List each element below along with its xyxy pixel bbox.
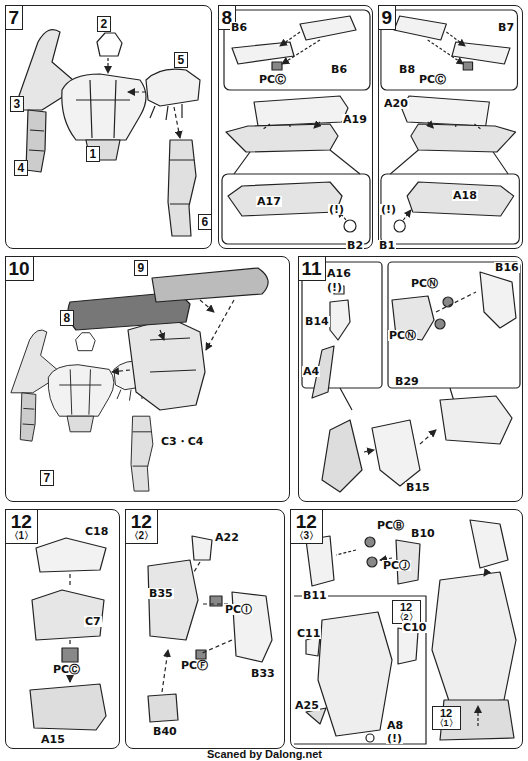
- part-label: B35: [148, 588, 174, 599]
- part-label: PCⒸ: [258, 74, 287, 85]
- caution-mark: (!): [328, 204, 345, 215]
- callout-box: 6: [198, 214, 213, 230]
- step-number: 〈3〉: [294, 531, 320, 541]
- part-label: B8: [398, 64, 416, 75]
- step-number: 12: [435, 708, 458, 719]
- callout-box: 3: [10, 96, 25, 112]
- step-number: 〈1〉: [9, 531, 35, 541]
- step-number-box: 12〈3〉: [290, 509, 324, 544]
- step-number-box: 9: [378, 5, 397, 30]
- part-label: B29: [394, 376, 420, 387]
- callout-box: 2: [97, 16, 112, 32]
- callout-number: 4: [18, 162, 25, 174]
- caution-mark: (!): [326, 282, 343, 293]
- part-label: C11: [296, 628, 321, 639]
- callout-number: 6: [202, 216, 209, 228]
- step-reference-box: 12〈1〉: [432, 706, 461, 730]
- step-number: 〈2〉: [395, 613, 418, 622]
- part-label: B15: [405, 482, 431, 493]
- step-panel: 12〈1〉: [5, 509, 120, 749]
- part-label: A20: [383, 98, 409, 109]
- part-label: B6: [330, 64, 348, 75]
- step-panel: 7 2 3 4 1 5 6: [5, 5, 212, 249]
- part-label: A18: [452, 190, 478, 201]
- step-number: 12: [9, 512, 35, 531]
- part-label: A8: [386, 720, 404, 731]
- part-label: C18: [84, 526, 109, 537]
- step-number: 9: [382, 8, 393, 27]
- callout-number: 9: [138, 262, 145, 274]
- part-label: B16: [494, 262, 520, 273]
- step-panel: 8: [218, 5, 373, 249]
- callout-box: 5: [174, 52, 189, 68]
- part-label: PCⒷ: [376, 520, 405, 531]
- part-label: C3・C4: [160, 436, 204, 447]
- part-label: A4: [302, 366, 320, 377]
- step-number: 10: [9, 259, 30, 278]
- part-label: B14: [304, 316, 330, 327]
- part-label: PCⓃ: [388, 330, 417, 341]
- caution-mark: (!): [380, 204, 397, 215]
- part-label: B1: [378, 240, 396, 251]
- part-label: A22: [214, 532, 240, 543]
- step-number: 〈1〉: [435, 719, 458, 728]
- callout-number: 7: [44, 472, 51, 484]
- step-number-box: 12〈1〉: [5, 509, 39, 544]
- step-number: 12: [294, 512, 320, 531]
- part-label: B7: [497, 22, 515, 33]
- step-number-box: 7: [5, 5, 24, 30]
- part-label: PCⒿ: [382, 560, 411, 571]
- part-label: A17: [256, 196, 282, 207]
- callout-box: 8: [60, 310, 75, 326]
- part-label: B10: [410, 528, 436, 539]
- step-number: 〈2〉: [129, 531, 155, 541]
- step-panel: 9: [378, 5, 523, 249]
- step-number: 12: [129, 512, 155, 531]
- step-number-box: 11: [298, 256, 326, 281]
- part-label: C10: [402, 622, 427, 633]
- part-label: B33: [250, 668, 276, 679]
- caution-mark: (!): [386, 733, 403, 744]
- part-label: B11: [302, 590, 328, 601]
- callout-box: 1: [86, 146, 101, 162]
- step-panel: 10 8 9 7: [5, 256, 290, 502]
- part-label: B2: [346, 240, 364, 251]
- callout-number: 8: [64, 312, 71, 324]
- part-label: B40: [152, 726, 178, 737]
- callout-box: 4: [14, 160, 29, 176]
- part-label: PCⒸ: [52, 664, 81, 675]
- callout-box: 9: [134, 260, 149, 276]
- callout-box: 7: [40, 470, 55, 486]
- step-number-box: 10: [5, 256, 34, 281]
- scan-caption: Scaned by Dalong.net: [207, 749, 322, 760]
- callout-number: 2: [101, 18, 108, 30]
- callout-number: 5: [178, 54, 185, 66]
- part-label: B6: [230, 22, 248, 33]
- callout-number: 1: [90, 148, 97, 160]
- part-label: A15: [40, 734, 66, 745]
- step-number-box: 12〈2〉: [125, 509, 159, 544]
- step-panel: 12〈2〉: [125, 509, 285, 749]
- part-label: C7: [84, 616, 102, 627]
- part-label: PCⒸ: [418, 74, 447, 85]
- part-label: PCⒻ: [180, 660, 209, 671]
- step-number: 12: [395, 602, 418, 613]
- part-label: A25: [294, 700, 320, 711]
- step-number: 11: [302, 259, 322, 278]
- part-label: PCⒾ: [224, 604, 253, 615]
- part-label: PCⓃ: [410, 278, 439, 289]
- step-reference-box: 12〈2〉: [392, 600, 421, 624]
- part-label: A16: [326, 268, 352, 279]
- callout-number: 3: [14, 98, 21, 110]
- part-label: A19: [342, 114, 368, 125]
- step-number: 7: [9, 8, 20, 27]
